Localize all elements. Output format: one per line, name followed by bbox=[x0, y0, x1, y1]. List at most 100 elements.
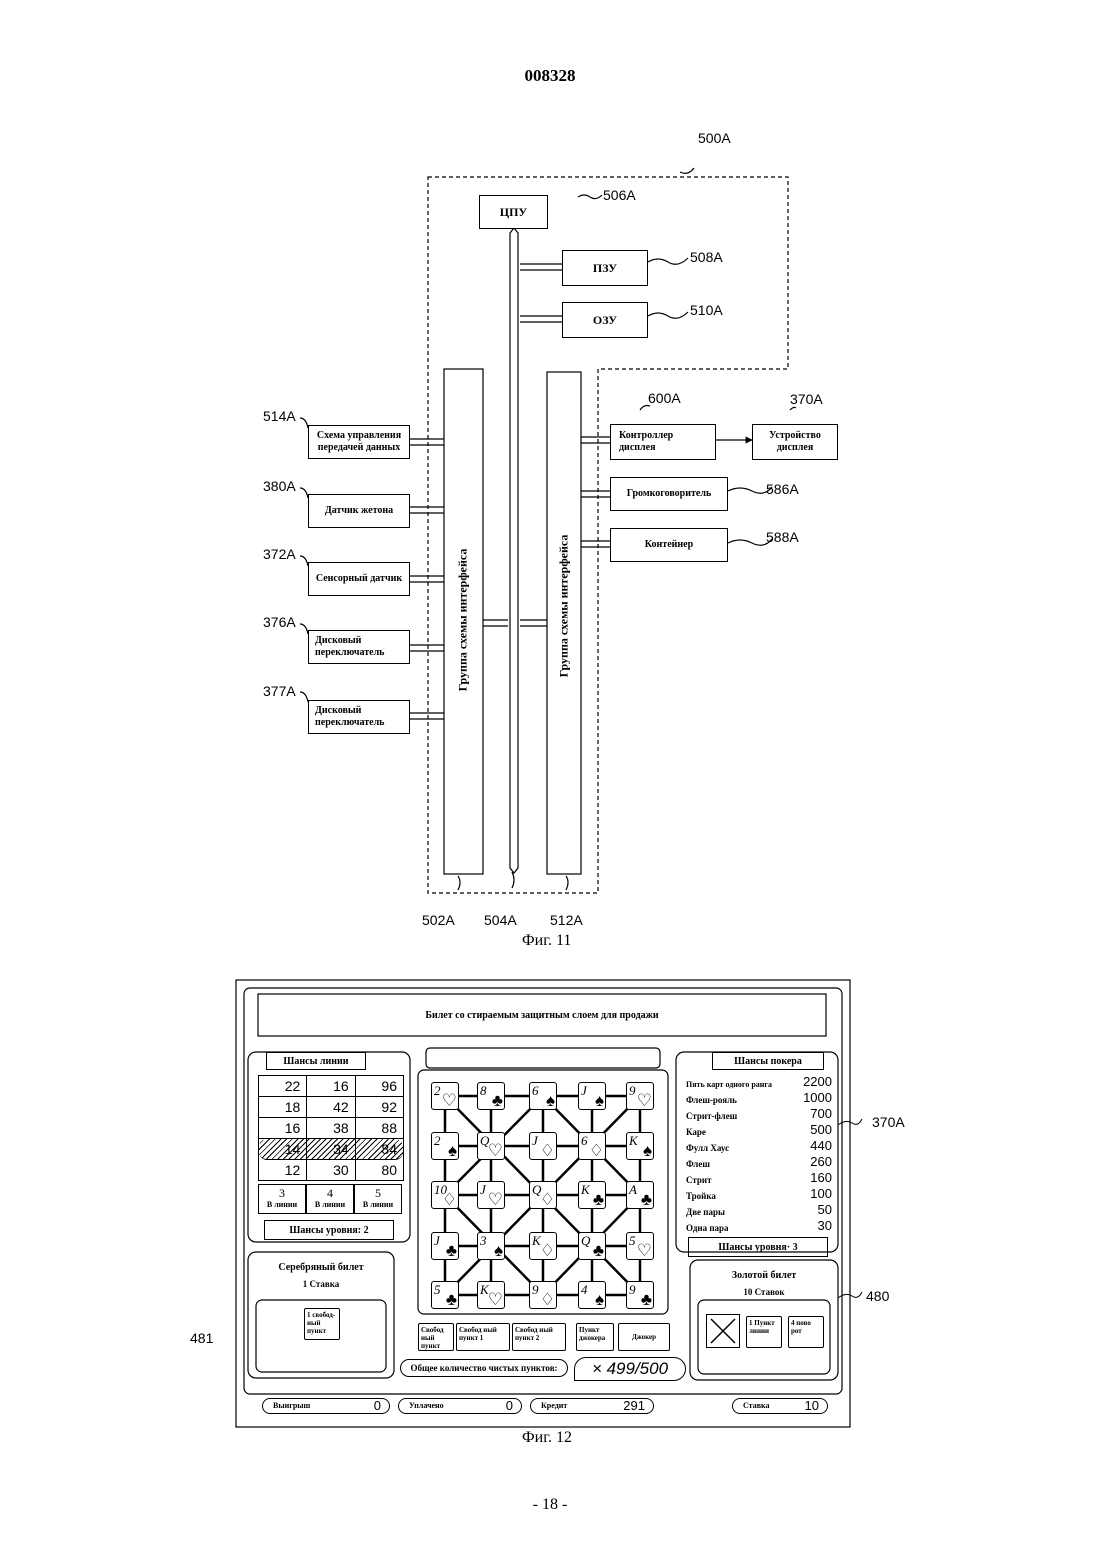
joker-button[interactable]: Джокер bbox=[618, 1323, 670, 1351]
table-cell: 14 bbox=[259, 1139, 307, 1159]
list-item: Пять карт одного ранга 2200 bbox=[686, 1073, 832, 1089]
free-item-button[interactable]: Свобод ный пункт bbox=[418, 1323, 454, 1351]
hand-value: 700 bbox=[810, 1106, 832, 1121]
poker-odds-title: Шансы покера bbox=[712, 1052, 824, 1070]
win-value: 0 bbox=[374, 1398, 381, 1413]
hand-name: Пять карт одного ранга bbox=[686, 1080, 772, 1089]
gold-spin-item[interactable]: 4 пово рот bbox=[788, 1316, 824, 1348]
list-item: Стрит160 bbox=[686, 1169, 832, 1185]
hand-value: 440 bbox=[810, 1138, 832, 1153]
display-controller-block: Контроллер дисплея bbox=[610, 424, 716, 460]
table-cell: 16 bbox=[307, 1076, 355, 1096]
card: 3♠ bbox=[477, 1232, 505, 1260]
table-cell: 42 bbox=[307, 1097, 355, 1117]
card: 8♣ bbox=[477, 1082, 505, 1110]
line-level-label: Шансы уровня: 2 bbox=[264, 1220, 394, 1240]
ref-510A: 510A bbox=[690, 302, 723, 318]
joker-item-button[interactable]: Пункт джокера bbox=[576, 1323, 614, 1351]
table-cell: 12 bbox=[259, 1160, 307, 1180]
page-number: - 18 - bbox=[0, 1496, 1100, 1514]
card: 5♣ bbox=[431, 1281, 459, 1309]
list-item: Каре500 bbox=[686, 1121, 832, 1137]
figure-11-lines bbox=[0, 0, 1100, 960]
in-line-num: 3 bbox=[259, 1187, 305, 1199]
table-row: 12 30 80 bbox=[259, 1160, 403, 1180]
bet-value: 10 bbox=[805, 1398, 819, 1413]
ref-512A: 512A bbox=[550, 912, 583, 928]
card: 2♡ bbox=[431, 1082, 459, 1110]
card: A♣ bbox=[626, 1181, 654, 1209]
in-line-footer: 3 В линии 4 В линии 5 В линии bbox=[258, 1184, 402, 1214]
card: K♢ bbox=[529, 1232, 557, 1260]
card: 5♡ bbox=[626, 1232, 654, 1260]
poker-odds-list: Пять карт одного ранга2200 Флеш-рояль100… bbox=[686, 1073, 832, 1233]
list-item: Флеш-рояль1000 bbox=[686, 1089, 832, 1105]
card: 4♠ bbox=[578, 1281, 606, 1309]
touch-sensor-block: Сенсорный датчик bbox=[308, 562, 410, 596]
gold-line-item[interactable]: 1 Пункт линии bbox=[746, 1316, 782, 1348]
ref-377A: 377A bbox=[263, 683, 296, 699]
comm-block: Схема управления передачей данных bbox=[308, 425, 410, 459]
card: 2♠ bbox=[431, 1132, 459, 1160]
gold-ticket-bet: 10 Ставок bbox=[690, 1287, 838, 1297]
ram-block: ОЗУ bbox=[562, 302, 648, 338]
card: J♡ bbox=[477, 1181, 505, 1209]
figure-12-caption: Фиг. 12 bbox=[522, 1429, 572, 1447]
ref-514A: 514A bbox=[263, 408, 296, 424]
in-line-num: 5 bbox=[355, 1187, 401, 1199]
ref-370A-fig11: 370A bbox=[790, 391, 823, 407]
list-item: Флеш 260 bbox=[686, 1153, 832, 1169]
credit-field: Кредит 291 bbox=[530, 1398, 654, 1414]
hand-name: Тройка bbox=[686, 1191, 716, 1201]
bet-label: Ставка bbox=[743, 1401, 770, 1410]
hand-value: 100 bbox=[810, 1186, 832, 1201]
silver-free-item[interactable]: 1 свобод-ный пункт bbox=[304, 1308, 340, 1340]
card: 9♢ bbox=[529, 1281, 557, 1309]
hand-name: Флеш bbox=[686, 1159, 710, 1169]
card: K♠ bbox=[626, 1132, 654, 1160]
in-line-5: 5 В линии bbox=[354, 1184, 402, 1214]
credit-value: 291 bbox=[623, 1398, 645, 1413]
card: J♠ bbox=[578, 1082, 606, 1110]
ref-504A: 504A bbox=[484, 912, 517, 928]
hand-value: 260 bbox=[810, 1154, 832, 1169]
ref-502A: 502A bbox=[422, 912, 455, 928]
token-sensor-block: Датчик жетона bbox=[308, 494, 410, 528]
interface-left-label: Группа схемы интерфейса bbox=[456, 549, 471, 692]
table-cell: 84 bbox=[356, 1139, 403, 1159]
table-row-highlighted: 14 34 84 bbox=[259, 1139, 403, 1160]
line-odds-table: 22 16 96 18 42 92 16 38 88 14 34 84 12 3… bbox=[258, 1075, 404, 1181]
ref-372A: 372A bbox=[263, 546, 296, 562]
bet-field: Ставка 10 bbox=[732, 1398, 828, 1414]
hand-name: Стрит bbox=[686, 1175, 712, 1185]
ref-600A: 600A bbox=[648, 390, 681, 406]
card: J♣ bbox=[431, 1232, 459, 1260]
hand-name: Флеш-рояль bbox=[686, 1095, 737, 1105]
gold-cross-icon[interactable] bbox=[706, 1314, 740, 1348]
card: K♣ bbox=[578, 1181, 606, 1209]
table-cell: 30 bbox=[307, 1160, 355, 1180]
line-odds-title: Шансы линии bbox=[266, 1052, 366, 1070]
free-item-1-button[interactable]: Свобод ный пункт 1 bbox=[456, 1323, 510, 1351]
card: Q♢ bbox=[529, 1181, 557, 1209]
card: 6♢ bbox=[578, 1132, 606, 1160]
dial-switch-1-block: Дисковый переключатель bbox=[308, 630, 410, 664]
silver-ticket-bet: 1 Ставка bbox=[248, 1279, 394, 1289]
ref-380A: 380A bbox=[263, 478, 296, 494]
list-item: Фулл Хаус440 bbox=[686, 1137, 832, 1153]
table-row: 16 38 88 bbox=[259, 1118, 403, 1139]
paid-field: Уплачено 0 bbox=[398, 1398, 522, 1414]
ref-586A: 586A bbox=[766, 481, 799, 497]
card: K♡ bbox=[477, 1281, 505, 1309]
interface-right-label: Группа схемы интерфейса bbox=[557, 535, 572, 678]
credit-label: Кредит bbox=[541, 1401, 567, 1410]
gold-ticket-title: Золотой билет bbox=[690, 1270, 838, 1281]
hand-value: 2200 bbox=[803, 1074, 832, 1089]
hand-name: Каре bbox=[686, 1127, 706, 1137]
container-block: Контейнер bbox=[610, 528, 728, 562]
list-item: Две пары50 bbox=[686, 1201, 832, 1217]
card: 9♡ bbox=[626, 1082, 654, 1110]
card: 9♣ bbox=[626, 1281, 654, 1309]
free-item-2-button[interactable]: Свобод ный пункт 2 bbox=[512, 1323, 566, 1351]
ref-588A: 588A bbox=[766, 529, 799, 545]
